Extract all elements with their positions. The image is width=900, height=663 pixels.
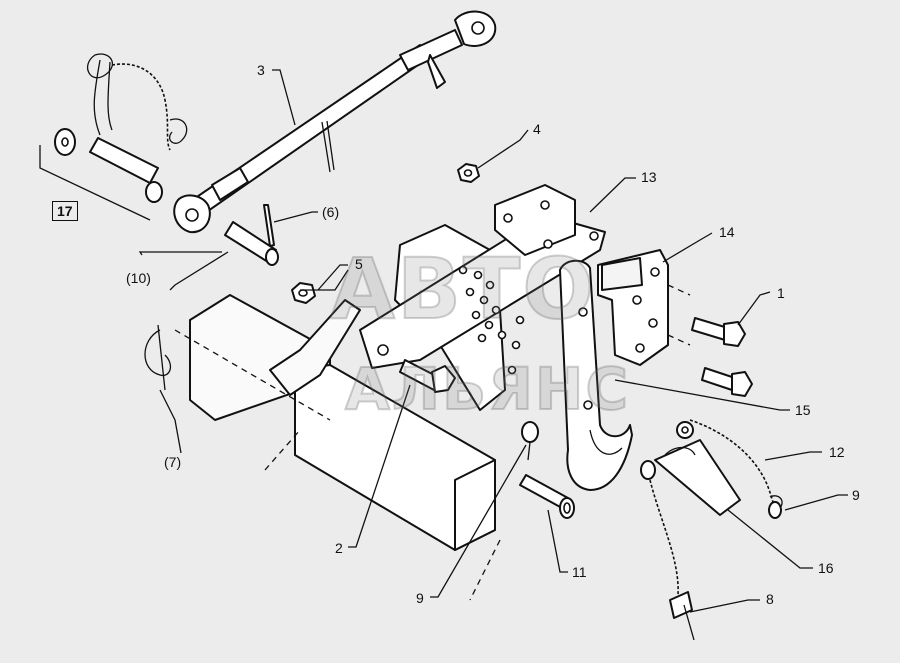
side-plate <box>597 249 691 366</box>
callout-17: 17 <box>52 201 78 221</box>
callout-12: 12 <box>829 444 845 460</box>
leader-lines <box>138 69 848 613</box>
callout-15: 15 <box>795 402 811 418</box>
callout-6: (6) <box>322 204 340 220</box>
callout-3: 3 <box>257 62 265 78</box>
callout-16: 16 <box>818 560 834 576</box>
nut-4 <box>457 163 480 183</box>
callout-14: 14 <box>719 224 735 240</box>
pin-with-washer <box>39 128 163 221</box>
callout-9-left: 9 <box>416 590 424 606</box>
spring-clip-top <box>86 53 188 151</box>
chain-12 <box>689 419 783 519</box>
callout-9-right: 9 <box>852 487 860 503</box>
callout-10: (10) <box>126 270 151 286</box>
pin-10 <box>224 221 279 266</box>
hitch-bracket <box>269 184 606 411</box>
callout-11: 11 <box>572 564 587 580</box>
bolt-1 <box>691 317 753 397</box>
bracket-hole-pattern <box>458 265 525 375</box>
callout-13: 13 <box>641 169 657 185</box>
top-link-assembly <box>173 10 497 234</box>
watermark-line-2: АЛЬЯНС <box>344 354 631 424</box>
linch-pin-9-left <box>521 421 539 461</box>
callout-1: 1 <box>777 285 785 301</box>
callout-8: 8 <box>766 591 774 607</box>
r-clip-7 <box>144 324 172 391</box>
sleeve-16 <box>654 421 741 516</box>
watermark-line-1: АВТО <box>329 239 596 339</box>
callout-2: 2 <box>335 540 343 556</box>
bolt-2 <box>399 359 456 393</box>
callout-7: (7) <box>164 454 182 470</box>
callout-17-box: 17 <box>52 201 78 221</box>
pin-6 <box>263 204 275 247</box>
nut-5 <box>291 282 316 304</box>
hook-plate <box>559 259 633 491</box>
pin-11 <box>519 474 575 519</box>
callout-4: 4 <box>533 121 541 137</box>
callout-5: 5 <box>355 256 363 272</box>
chain-pin-8 <box>640 460 695 641</box>
